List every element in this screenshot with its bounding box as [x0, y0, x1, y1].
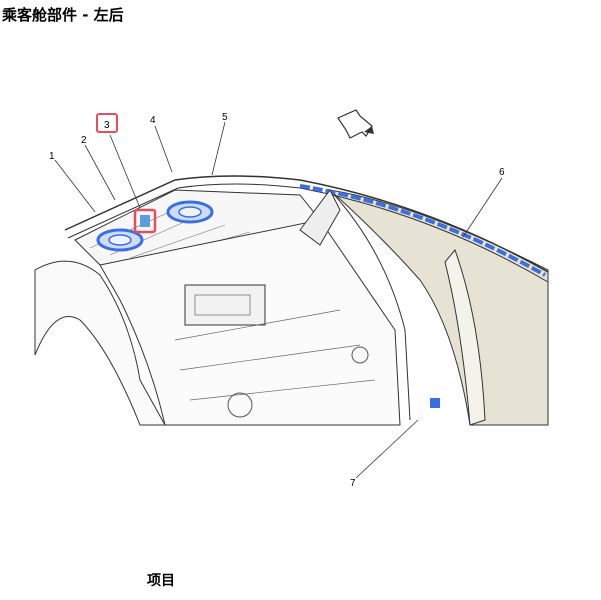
callout-3: 3 [104, 120, 110, 131]
forward-arrow-icon [337, 109, 374, 139]
callout-1: 1 [49, 151, 55, 162]
footer-heading: 项目 [147, 573, 175, 589]
callout-2: 2 [81, 135, 87, 146]
roof-rail [64, 175, 549, 273]
part-3-highlight [133, 208, 157, 234]
callout-5: 5 [222, 112, 228, 123]
battery-box [184, 284, 266, 326]
c-pillar [444, 249, 486, 426]
left-wheelhouse [34, 260, 166, 426]
page-title: 乘客舱部件 - 左后 [2, 6, 124, 24]
callout-3-highlight [96, 113, 118, 133]
callout-7: 7 [350, 478, 356, 489]
leader-lines [54, 121, 503, 479]
callout-6: 6 [499, 167, 505, 178]
bracket-blue [430, 398, 440, 408]
callout-4: 4 [150, 115, 156, 126]
